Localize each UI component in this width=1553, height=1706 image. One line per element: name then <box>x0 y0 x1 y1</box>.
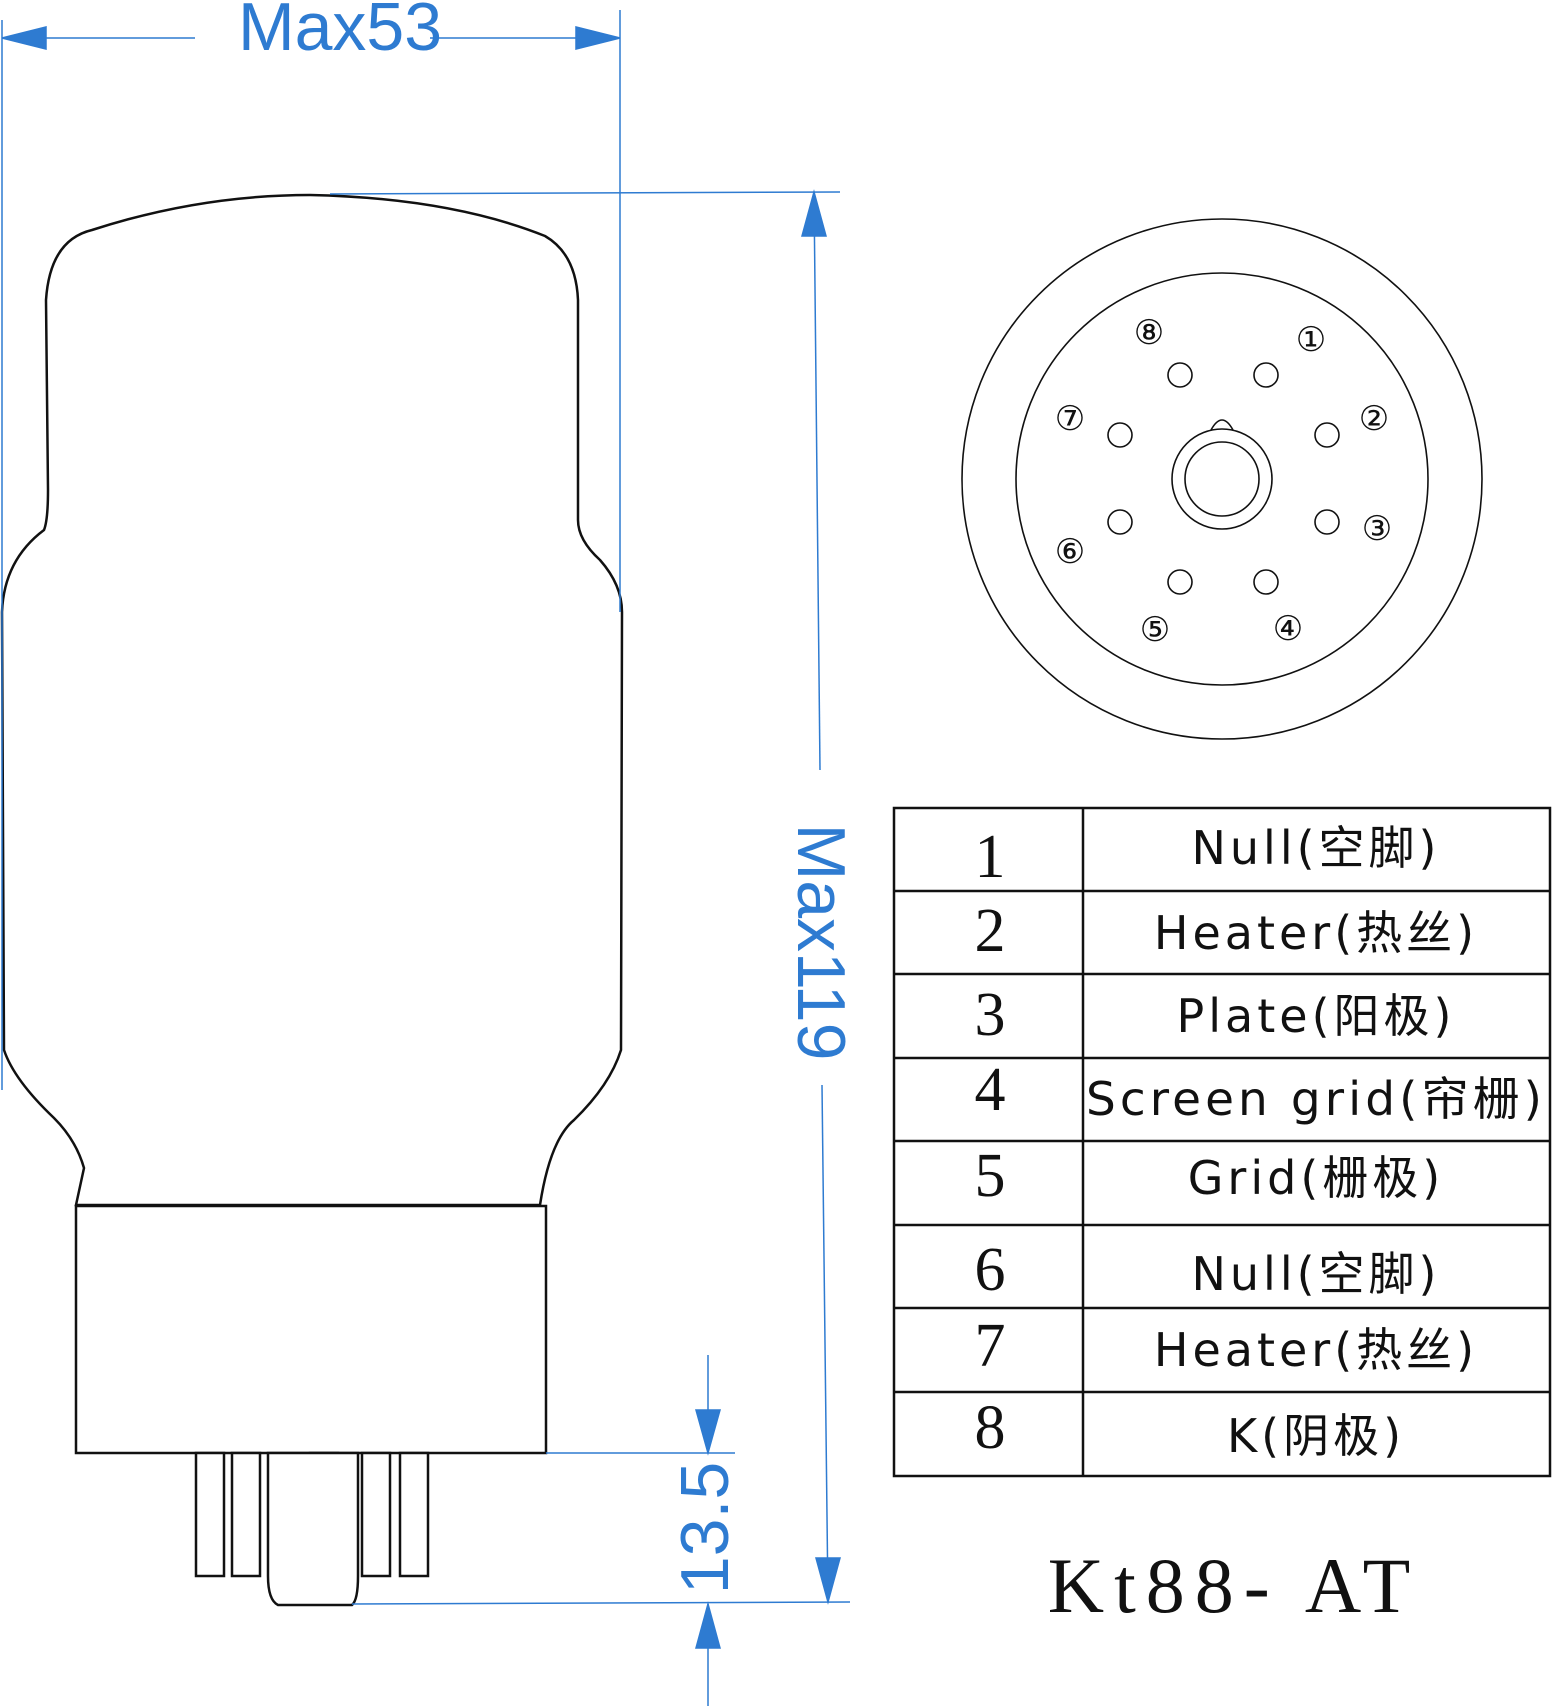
width-dimension-label: Max53 <box>238 0 442 65</box>
pin-length-dimension-label: 13.5 <box>667 1462 743 1594</box>
model-name: Kt88- AT <box>1048 1542 1421 1629</box>
pin-hole-5 <box>1167 569 1193 595</box>
pin-function-cell: Grid(栅极) <box>1188 1151 1444 1205</box>
tube-pin <box>230 1451 262 1578</box>
pin-label-3: ③ <box>1362 509 1392 549</box>
table-row: 1 Null(空脚) <box>975 821 1440 891</box>
pin-label-7: ⑦ <box>1055 399 1085 439</box>
table-row: 7 Heater(热丝) <box>975 1312 1478 1380</box>
tube-pin <box>360 1451 392 1578</box>
tube-key-spigot <box>266 1451 360 1607</box>
pin-label-2: ② <box>1359 399 1389 439</box>
spigot-key-notch <box>1210 419 1234 431</box>
pin-function-cell: Heater(热丝) <box>1154 1323 1478 1377</box>
pin-number-cell: 5 <box>975 1142 1006 1210</box>
pin-table: 1 Null(空脚) 2 Heater(热丝) 3 Plate(阳极) 4 Sc… <box>892 806 1552 1478</box>
pin-label-6: ⑥ <box>1055 532 1085 572</box>
base-pin-labels: ① ② ③ ④ ⑤ ⑥ ⑦ ⑧ <box>1055 313 1392 650</box>
table-row: 4 Screen grid(帘栅) <box>975 1056 1546 1126</box>
pin-number-cell: 1 <box>975 823 1006 891</box>
pin-number-cell: 8 <box>975 1394 1006 1462</box>
pin-hole-1 <box>1253 362 1279 388</box>
height-dimension-label: Max119 <box>783 824 859 1061</box>
pin-label-8: ⑧ <box>1134 313 1164 353</box>
pin-hole-7 <box>1107 422 1133 448</box>
pin-function-cell: Null(空脚) <box>1191 1247 1440 1301</box>
tube-pin <box>398 1451 430 1578</box>
table-row: 6 Null(空脚) <box>975 1236 1440 1304</box>
tube-pin <box>194 1451 226 1578</box>
table-row: 8 K(阴极) <box>975 1394 1405 1463</box>
pin-label-1: ① <box>1296 320 1326 360</box>
pin-function-cell: Heater(热丝) <box>1154 906 1478 960</box>
pin-table-grid <box>892 806 1552 1478</box>
pin-hole-8 <box>1167 362 1193 388</box>
table-row: 2 Heater(热丝) <box>975 897 1478 965</box>
base-outer-ring <box>961 218 1483 740</box>
tube-pins <box>194 1451 430 1607</box>
tube-side-view <box>0 193 624 1607</box>
dimension-lines <box>1 10 851 1706</box>
tube-glass-envelope <box>0 193 624 1207</box>
pin-hole-6 <box>1107 509 1133 535</box>
pin-number-cell: 4 <box>975 1056 1006 1124</box>
pin-number-cell: 2 <box>975 897 1006 965</box>
pin-hole-4 <box>1253 569 1279 595</box>
pin-function-cell: Null(空脚) <box>1191 821 1440 875</box>
pin-function-cell: K(阴极) <box>1227 1409 1405 1463</box>
pin-hole-3 <box>1314 509 1340 535</box>
pin-label-5: ⑤ <box>1140 610 1170 650</box>
center-spigot-inner <box>1184 441 1260 517</box>
pin-number-cell: 6 <box>975 1236 1006 1304</box>
pin-hole-2 <box>1314 422 1340 448</box>
base-bottom-view <box>961 218 1483 740</box>
table-row: 5 Grid(栅极) <box>975 1142 1444 1210</box>
table-row: 3 Plate(阳极) <box>975 981 1456 1049</box>
base-inner-ring <box>1015 272 1429 686</box>
tube-base <box>74 1204 548 1455</box>
pin-label-4: ④ <box>1273 609 1303 649</box>
center-spigot-outer <box>1171 428 1273 530</box>
pin-function-cell: Screen grid(帘栅) <box>1086 1072 1546 1126</box>
pin-number-cell: 3 <box>975 981 1006 1049</box>
pin-number-cell: 7 <box>975 1312 1006 1380</box>
pin-function-cell: Plate(阳极) <box>1177 989 1456 1043</box>
